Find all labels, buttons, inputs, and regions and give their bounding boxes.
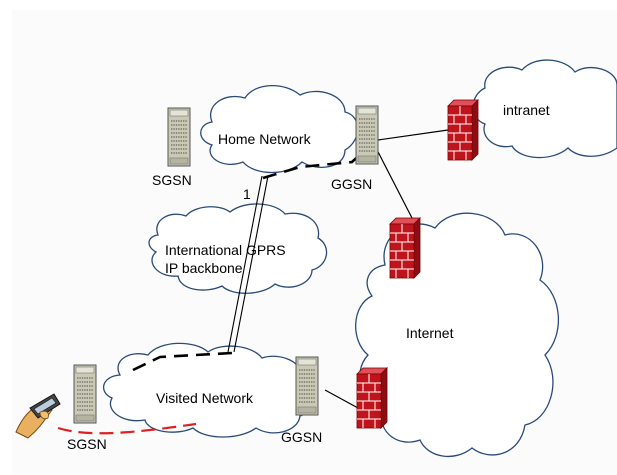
visited-network-cloud <box>102 342 316 438</box>
gtp-tunnel-visited <box>132 351 233 372</box>
home-ggsn-server-icon <box>355 105 379 165</box>
visited-firewall-icon <box>356 367 388 429</box>
backbone-label-line2: IP backbone <box>165 260 243 276</box>
home-network-cloud <box>200 84 359 174</box>
backbone-label-line1: International GPRS <box>165 242 286 258</box>
intranet-cloud <box>472 59 617 159</box>
home-sgsn-label: SGSN <box>152 172 192 188</box>
intranet-label: intranet <box>503 102 550 118</box>
home-sgsn-server-icon <box>167 107 191 167</box>
tunnel-line-a <box>227 175 263 353</box>
internet-label: Internet <box>406 325 454 341</box>
backbone-cloud <box>148 203 328 294</box>
intranet-firewall-icon <box>447 99 479 161</box>
visited-sgsn-server-icon <box>73 364 97 424</box>
visited-ggsn-label: GGSN <box>281 429 323 445</box>
mobile-phone-icon <box>15 393 61 439</box>
internet-firewall-icon <box>389 217 421 279</box>
ggsn-intranet-link <box>377 129 449 141</box>
home-ggsn-label: GGSN <box>331 176 373 192</box>
tunnel-line-b <box>233 175 269 353</box>
ggsn-internet-link <box>373 143 413 219</box>
home-network-label: Home Network <box>218 131 311 147</box>
tunnel-number-label: 1 <box>243 186 251 202</box>
visited-sgsn-label: SGSN <box>67 436 107 452</box>
visited-ggsn-server-icon <box>295 356 319 416</box>
radio-link <box>57 422 197 435</box>
visited-network-label: Visited Network <box>156 390 254 406</box>
firewall-visited-ggsn-link <box>324 389 359 409</box>
